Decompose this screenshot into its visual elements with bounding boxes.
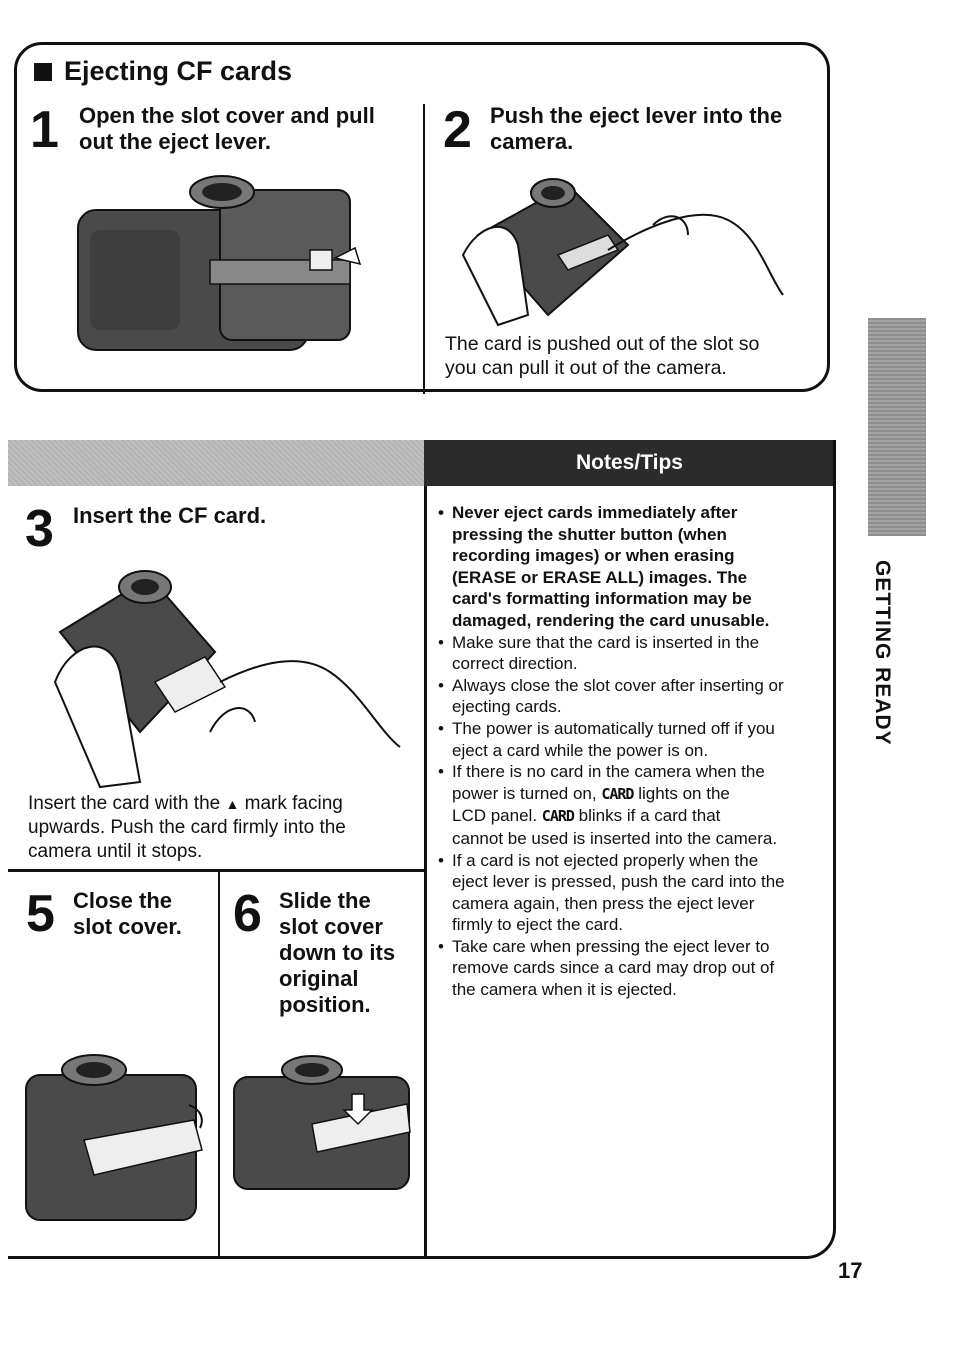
section-title-text: Ejecting CF cards xyxy=(64,56,293,86)
step6-text-line: original xyxy=(279,966,359,991)
lower-header-band xyxy=(8,440,424,486)
lower-rounded-corner xyxy=(786,1198,836,1259)
step2-text: Push the eject lever into the camera. xyxy=(490,103,782,155)
note-item: Make sure that the card is inserted in t… xyxy=(438,632,820,675)
step2-caption-line: The card is pushed out of the slot so xyxy=(445,333,760,355)
step6-number: 6 xyxy=(233,885,262,943)
note-item: Always close the slot cover after insert… xyxy=(438,675,820,718)
lcd-card-indicator: CARD xyxy=(601,784,634,803)
note-line: firmly to eject the card. xyxy=(452,915,624,935)
step6-text-line: down to its xyxy=(279,940,396,965)
step5-number: 5 xyxy=(26,885,55,943)
note-line: LCD panel. CARD blinks if a card that xyxy=(452,805,820,828)
note-line: If there is no card in the camera when t… xyxy=(452,762,765,782)
chapter-side-label-text: GETTING READY xyxy=(871,560,894,746)
note-line: Never eject cards immediately after xyxy=(452,503,738,522)
lower-column-divider xyxy=(424,486,427,1258)
note-line: ejecting cards. xyxy=(452,697,562,717)
note-line: If a card is not ejected properly when t… xyxy=(452,850,759,870)
step3-bottom-border xyxy=(8,869,424,872)
note-text: LCD panel. xyxy=(452,806,538,826)
top-column-divider xyxy=(423,104,425,394)
notes-tips-header: Notes/Tips xyxy=(424,440,835,486)
note-line: the camera when it is ejected. xyxy=(452,980,677,1000)
note-text: lights on the xyxy=(638,783,730,803)
step1-text-line: out the eject lever. xyxy=(79,129,271,154)
step3-caption-line: upwards. Push the card firmly into the xyxy=(28,817,346,838)
top-section-frame xyxy=(14,42,830,392)
note-line: remove cards since a card may drop out o… xyxy=(452,958,775,978)
note-line: camera again, then press the eject lever xyxy=(452,893,755,913)
note-line: Always close the slot cover after insert… xyxy=(452,675,784,695)
step1-text-line: Open the slot cover and pull xyxy=(79,103,375,128)
step5-text-line: slot cover. xyxy=(73,914,182,939)
notes-list: Never eject cards immediately after pres… xyxy=(438,502,820,1001)
note-line: Make sure that the card is inserted in t… xyxy=(452,632,760,652)
note-item: Never eject cards immediately after pres… xyxy=(438,502,820,632)
note-line: The power is automatically turned off if… xyxy=(452,718,775,738)
note-line: damaged, rendering the card unusable. xyxy=(452,610,770,630)
step2-caption-line: you can pull it out of the camera. xyxy=(445,357,727,379)
step3-caption-text: Insert the card with the xyxy=(28,793,221,814)
step2-text-line: Push the eject lever into the xyxy=(490,103,783,128)
chapter-tab-marker xyxy=(868,318,926,536)
note-line: correct direction. xyxy=(452,654,578,674)
triangle-mark-icon: ▲ xyxy=(225,796,240,812)
step3-caption-line: camera until it stops. xyxy=(28,841,203,862)
note-item: The power is automatically turned off if… xyxy=(438,718,820,761)
insert-card-illustration xyxy=(53,570,401,789)
note-line: card's formatting information may be xyxy=(452,589,752,609)
step5-text: Close the slot cover. xyxy=(73,888,182,940)
note-item: If there is no card in the camera when t… xyxy=(438,761,820,849)
step3-caption: Insert the card with the ▲ mark facing u… xyxy=(28,792,346,864)
step6-text: Slide the slot cover down to its origina… xyxy=(279,888,395,1018)
step3-number: 3 xyxy=(25,500,54,558)
step1-number: 1 xyxy=(30,101,59,159)
note-line: eject lever is pressed, push the card in… xyxy=(452,872,785,892)
note-line: eject a card while the power is on. xyxy=(452,740,709,760)
chapter-side-label: GETTING READY xyxy=(862,560,902,760)
step5-text-line: Close the xyxy=(73,888,173,913)
step6-text-line: Slide the xyxy=(279,888,371,913)
square-bullet-icon xyxy=(34,62,52,81)
step6-text-line: position. xyxy=(279,992,371,1017)
note-line: recording images) or when erasing xyxy=(452,546,735,566)
step2-text-line: camera. xyxy=(490,129,574,154)
lcd-card-indicator: CARD xyxy=(541,807,575,826)
note-line: pressing the shutter button (when xyxy=(452,524,727,544)
step6-text-line: slot cover xyxy=(279,914,383,939)
note-text: blinks if a card that xyxy=(578,806,721,826)
step3-caption-line: Insert the card with the ▲ mark facing xyxy=(28,792,346,816)
note-item: Take care when pressing the eject lever … xyxy=(438,936,820,1001)
step3-text: Insert the CF card. xyxy=(73,503,267,528)
note-line: power is turned on, CARD lights on the xyxy=(452,783,820,806)
note-line: (ERASE or ERASE ALL) images. The xyxy=(452,567,748,587)
note-line: cannot be used is inserted into the came… xyxy=(452,828,778,848)
close-slot-cover-illustration xyxy=(25,1054,203,1221)
lower-bottom-border xyxy=(8,1256,798,1259)
push-eject-lever-illustration xyxy=(461,178,784,327)
camera-open-slot-illustration xyxy=(77,175,362,351)
section-title: Ejecting CF cards xyxy=(34,56,292,87)
note-line: Take care when pressing the eject lever … xyxy=(452,936,770,956)
lower-right-border xyxy=(833,440,836,1220)
page-number: 17 xyxy=(838,1258,863,1283)
note-item: If a card is not ejected properly when t… xyxy=(438,850,820,936)
step1-text: Open the slot cover and pull out the eje… xyxy=(79,103,375,155)
slide-cover-down-illustration xyxy=(233,1055,411,1190)
note-text: power is turned on, xyxy=(452,783,597,803)
step2-number: 2 xyxy=(443,101,472,159)
step3-caption-text: mark facing xyxy=(244,793,343,814)
step5-step6-divider xyxy=(218,872,220,1256)
step2-caption: The card is pushed out of the slot so yo… xyxy=(445,332,759,380)
